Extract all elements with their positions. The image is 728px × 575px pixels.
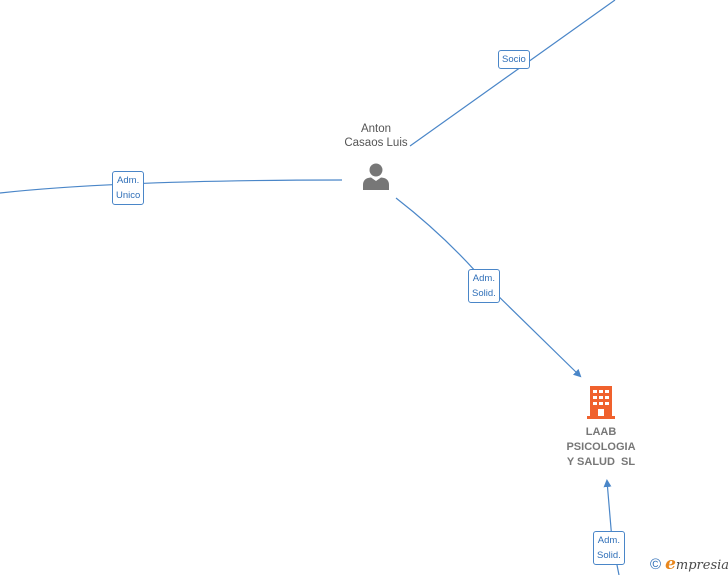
edge-label-socio[interactable]: Socio [498,50,530,69]
edge-adm-unico [0,179,343,194]
company-node[interactable]: LAAB PSICOLOGIA Y SALUD SL [546,384,656,470]
edge-label-adm-solid-top[interactable]: Adm. Solid. [468,269,500,303]
person-name-line2: Casaos Luis [344,137,408,149]
edge-label-line: Solid. [472,288,496,299]
brand-rest: mpresia [675,558,728,573]
edge-label-adm-unico[interactable]: Adm. Unico [112,171,145,205]
company-name-line2: PSICOLOGIA [566,441,636,453]
person-icon [363,163,389,190]
edge-label-line: Socio [502,54,526,65]
edge-label-line: Adm. [597,535,620,546]
person-name: Anton Casaos Luis [331,122,421,150]
person-name-line1: Anton [360,123,392,135]
edge-label-line: Unico [116,190,141,201]
brand-initial: e [665,554,676,574]
person-node[interactable]: Anton Casaos Luis [331,122,421,195]
company-name-line3: Y SALUD SL [566,456,636,468]
building-icon [587,386,615,419]
footer-brand: © empresia [650,554,728,574]
edge-socio [409,0,616,147]
edge-label-line: Adm. [472,273,495,284]
empresia-logo: empresia [665,554,728,574]
copyright-icon: © [650,555,662,573]
company-name-line1: LAAB [585,426,617,438]
company-name: LAAB PSICOLOGIA Y SALUD SL [546,425,656,470]
edge-label-line: Adm. [117,175,140,186]
edge-label-line: Solid. [597,550,621,561]
edge-label-adm-solid-bottom[interactable]: Adm. Solid. [593,531,625,565]
